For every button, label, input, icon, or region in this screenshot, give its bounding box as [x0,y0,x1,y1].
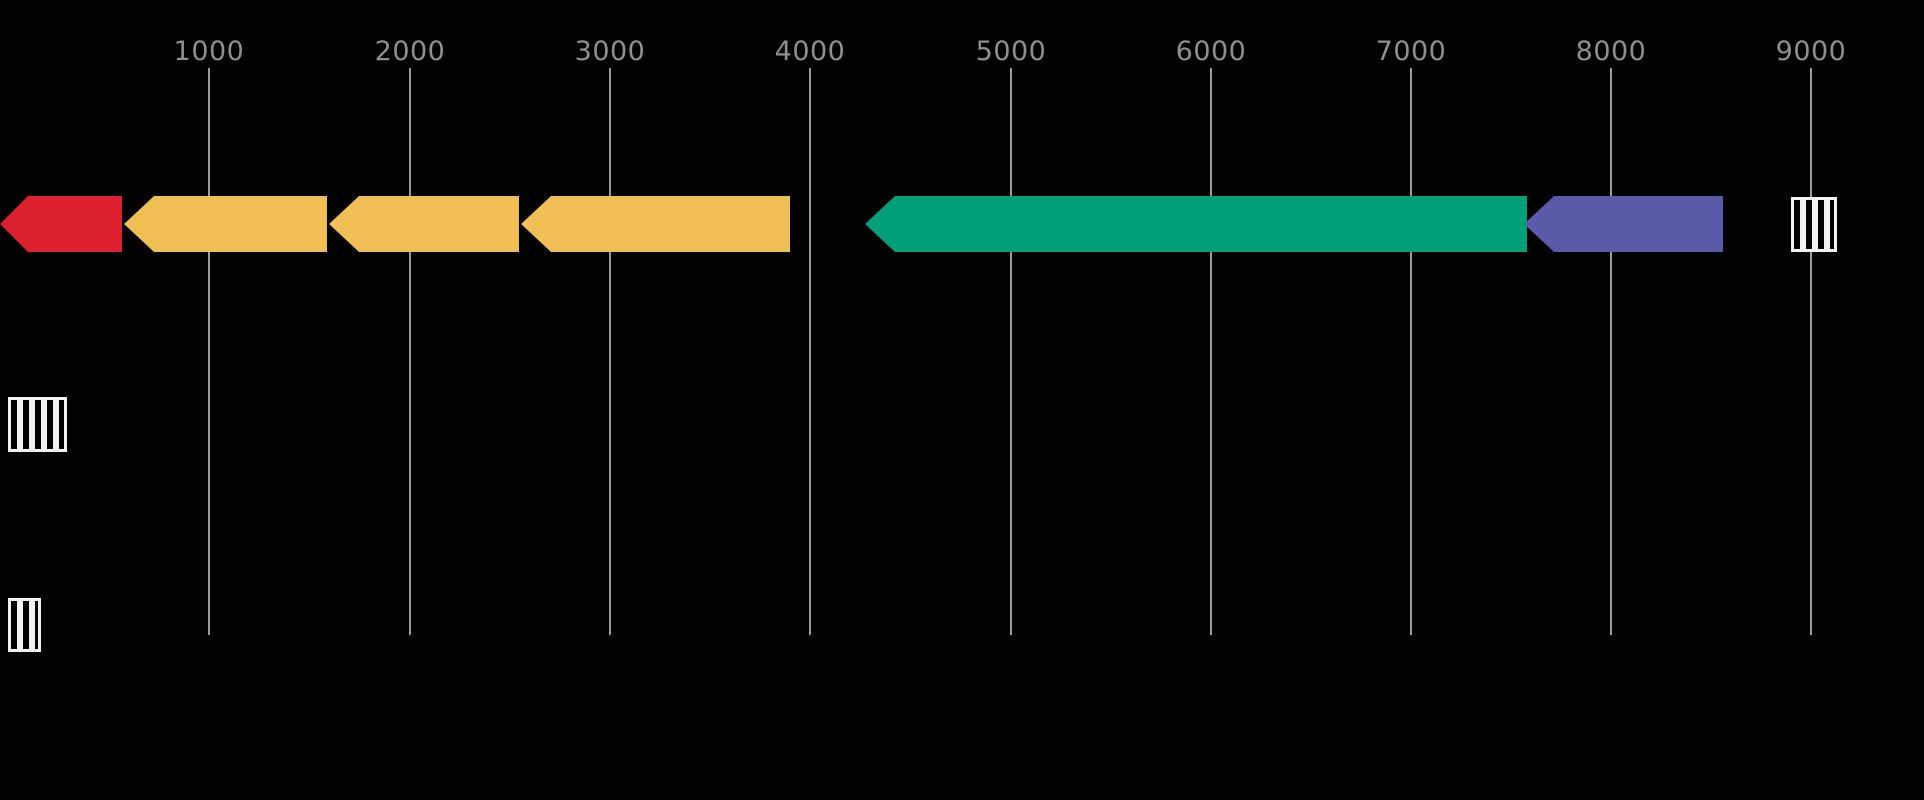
tick-label-5000: 5000 [975,36,1047,67]
hatch-stripes [11,601,38,649]
tick-label-9000: 9000 [1775,36,1847,67]
gridline-5000 [1010,68,1012,635]
tick-label-3000: 3000 [574,36,646,67]
gene-arrow[interactable] [0,196,122,252]
tick-label-8000: 8000 [1575,36,1647,67]
hatched-marker[interactable] [8,397,67,452]
gene-arrow-shape [521,196,790,252]
gene-arrow-shape [865,196,1527,252]
gene-arrow-shape [329,196,519,252]
hatch-stripes [1794,200,1834,249]
gene-arrow-shape [0,196,122,252]
gridline-8000 [1610,68,1612,635]
gene-arrow-shape [124,196,327,252]
gridline-9000 [1810,68,1812,635]
gridline-7000 [1410,68,1412,635]
tick-label-4000: 4000 [774,36,846,67]
gridline-3000 [609,68,611,635]
gene-arrow[interactable] [1524,196,1723,252]
tick-label-6000: 6000 [1175,36,1247,67]
hatched-marker[interactable] [8,598,41,652]
gridline-2000 [409,68,411,635]
gridline-4000 [809,68,811,635]
tick-label-7000: 7000 [1375,36,1447,67]
hatched-marker[interactable] [1791,197,1837,252]
hatch-stripes [11,400,64,449]
gene-arrow[interactable] [124,196,327,252]
gridline-6000 [1210,68,1212,635]
gene-arrow[interactable] [521,196,790,252]
tick-label-2000: 2000 [374,36,446,67]
tick-label-1000: 1000 [173,36,245,67]
gene-arrow[interactable] [329,196,519,252]
gene-arrow[interactable] [865,196,1527,252]
gridline-1000 [208,68,210,635]
gene-arrow-shape [1524,196,1723,252]
